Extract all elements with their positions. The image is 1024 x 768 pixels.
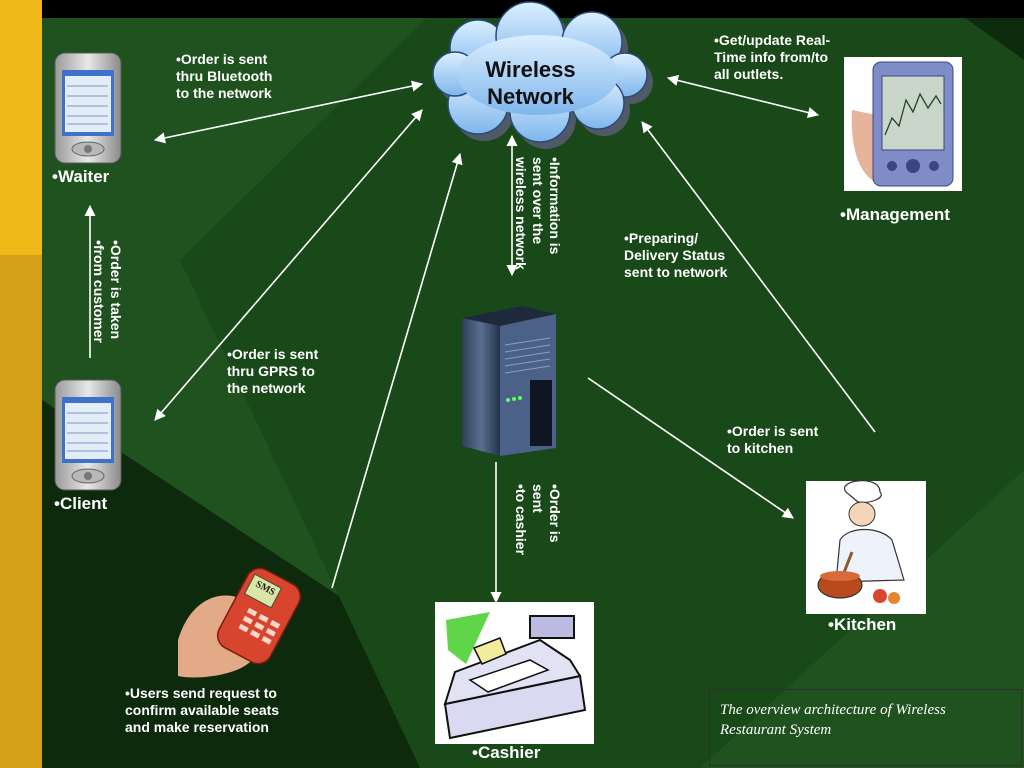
label-line: •Order is sent: [176, 51, 268, 67]
label-line: •to cashier: [513, 484, 529, 556]
label-line: •Preparing/: [624, 230, 699, 246]
pda-waiter-icon: [54, 52, 122, 164]
node-kitchen-label: •Kitchen: [828, 615, 897, 634]
wireless-network-cloud: [432, 1, 653, 149]
caption-line: Restaurant System: [720, 722, 832, 738]
info-sent-label: •Information is sent over the wireless n…: [512, 157, 563, 270]
preparing-status-label: •Preparing/ Delivery Status sent to netw…: [624, 230, 727, 281]
label-line: the network: [227, 380, 306, 396]
label-line: •from customer: [91, 240, 107, 343]
label-line: thru Bluetooth: [176, 68, 273, 84]
to-cashier-label: •Order is sent •to cashier: [512, 484, 563, 555]
label-line: to kitchen: [727, 440, 794, 456]
chef-icon: [806, 480, 926, 614]
label-line: •Information is: [547, 157, 563, 255]
left-bar-top: [0, 0, 42, 255]
arrow-client-network: [154, 109, 423, 421]
label-line: Time info from/to: [714, 49, 829, 65]
label-line: •Get/update Real-: [714, 32, 831, 48]
label-line: Delivery Status: [624, 247, 726, 263]
cloud-label-line: Wireless: [485, 57, 576, 82]
label-line: thru GPRS to: [227, 363, 315, 379]
pda-client-icon: [54, 379, 122, 491]
cash-register-icon: [435, 602, 594, 744]
label-line: to the network: [176, 85, 272, 101]
label-line: •Order is taken: [108, 240, 124, 340]
order-taken-label: •Order is taken •from customer: [90, 240, 124, 343]
realtime-info-label: •Get/update Real- Time info from/to all …: [714, 32, 830, 83]
label-line: sent to network: [624, 264, 728, 280]
node-cashier-label: •Cashier: [472, 743, 541, 762]
label-line: and make reservation: [125, 719, 269, 735]
label-line: •Order is sent: [727, 423, 819, 439]
label-line: confirm available seats: [125, 702, 280, 718]
connections: [84, 74, 876, 604]
arrow-network-management: [666, 74, 820, 119]
node-waiter-label: •Waiter: [52, 167, 110, 186]
label-line: all outlets.: [714, 66, 784, 82]
label-line: sent: [530, 484, 546, 513]
to-kitchen-label: •Order is sent to kitchen: [727, 423, 818, 457]
server-icon: [462, 306, 556, 456]
caption-line: The overview architecture of Wireless: [720, 702, 946, 718]
node-management-label: •Management: [840, 205, 950, 224]
label-line: sent over the: [530, 157, 546, 245]
mobile-phone-icon: [178, 567, 302, 678]
arrow-server-kitchen: [587, 377, 794, 519]
label-line: wireless network: [513, 157, 529, 270]
users-request-label: •Users send request to confirm available…: [125, 685, 279, 736]
gprs-label: •Order is sent thru GPRS to the network: [227, 346, 318, 397]
arrow-kitchen-network: [641, 121, 876, 433]
cloud-label-line: Network: [487, 84, 574, 109]
arrow-phone-network: [331, 152, 463, 589]
label-line: •Order is sent: [227, 346, 319, 362]
management-pda-icon: [844, 57, 962, 191]
node-client-label: •Client: [54, 494, 108, 513]
cloud-label: Wireless Network: [448, 56, 613, 110]
label-line: •Users send request to: [125, 685, 277, 701]
label-line: •Order is: [547, 484, 563, 543]
diagram-caption: The overview architecture of Wireless Re…: [709, 689, 1022, 766]
bluetooth-label: •Order is sent thru Bluetooth to the net…: [176, 51, 272, 102]
